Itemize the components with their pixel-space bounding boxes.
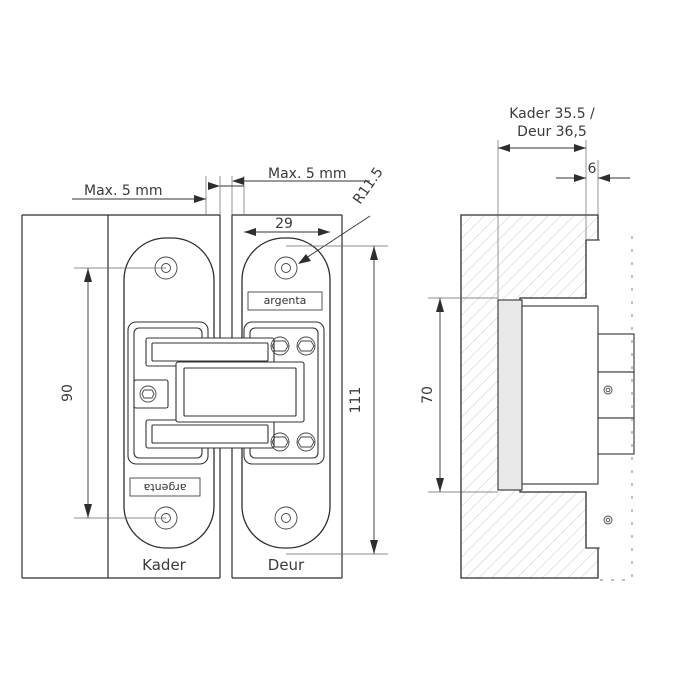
brand-plate-bottom: argenta — [129, 477, 201, 497]
hole-spacing-dimension: 90 — [60, 267, 166, 519]
screw-hole-icon — [274, 256, 298, 280]
arrow-right-icon — [208, 182, 220, 190]
arrow-down-icon — [370, 540, 378, 554]
radius-label: R11.5 — [350, 165, 387, 208]
brand-label-bottom: argenta — [144, 481, 187, 494]
arrow-right-icon — [194, 195, 206, 203]
arrow-down-icon — [84, 504, 92, 518]
arrow-up-icon — [370, 246, 378, 260]
hinge-recess — [497, 236, 635, 581]
offset-dimension: 6 — [556, 160, 630, 215]
arrow-right-icon — [318, 228, 330, 236]
hole-spacing-label: 90 — [60, 384, 76, 402]
arrow-up-icon — [436, 298, 444, 312]
height-label: 70 — [420, 386, 436, 404]
total-height-dimension: 111 — [286, 245, 388, 555]
arrow-icon — [298, 254, 311, 264]
depth-dimension: Kader 35.5 / Deur 36,5 — [497, 106, 595, 300]
frame-label: Kader — [142, 556, 187, 574]
arrow-left-icon — [232, 177, 244, 185]
adjust-screw-icon — [139, 385, 157, 403]
front-view: argenta argenta — [21, 165, 388, 579]
offset-label: 6 — [588, 161, 597, 177]
gap-label-left: Max. 5 mm — [84, 183, 162, 199]
width-dimension: 29 — [244, 216, 330, 236]
screw-hole-icon — [274, 506, 298, 530]
arrow-left-icon — [498, 144, 510, 152]
depth-label-line1: Kader 35.5 / — [509, 106, 595, 122]
adjust-screw-icon — [270, 432, 290, 452]
frame-panel — [21, 214, 221, 579]
adjust-screw-icon — [296, 336, 316, 356]
depth-label-line2: Deur 36,5 — [517, 124, 587, 140]
gap-label-right: Max. 5 mm — [268, 166, 346, 182]
arrow-left-icon — [598, 174, 610, 182]
total-height-label: 111 — [348, 387, 364, 414]
arrow-up-icon — [84, 268, 92, 282]
arrow-left-icon — [244, 228, 256, 236]
screw-head-icon — [603, 515, 613, 525]
brand-label-top: argenta — [264, 294, 307, 307]
hinge-mechanism — [127, 321, 325, 465]
width-label: 29 — [275, 216, 293, 232]
gap-dimension: Max. 5 mm Max. 5 mm — [72, 166, 370, 215]
brand-plate-top: argenta — [247, 291, 323, 311]
height-dimension: 70 — [420, 297, 498, 493]
door-label: Deur — [268, 556, 305, 574]
arrow-down-icon — [436, 478, 444, 492]
side-view: Kader 35.5 / Deur 36,5 6 70 — [420, 106, 635, 581]
adjust-screw-icon — [270, 336, 290, 356]
adjust-screw-icon — [296, 432, 316, 452]
arrow-right-icon — [574, 174, 586, 182]
arrow-right-icon — [574, 144, 586, 152]
screw-head-icon — [603, 385, 613, 395]
